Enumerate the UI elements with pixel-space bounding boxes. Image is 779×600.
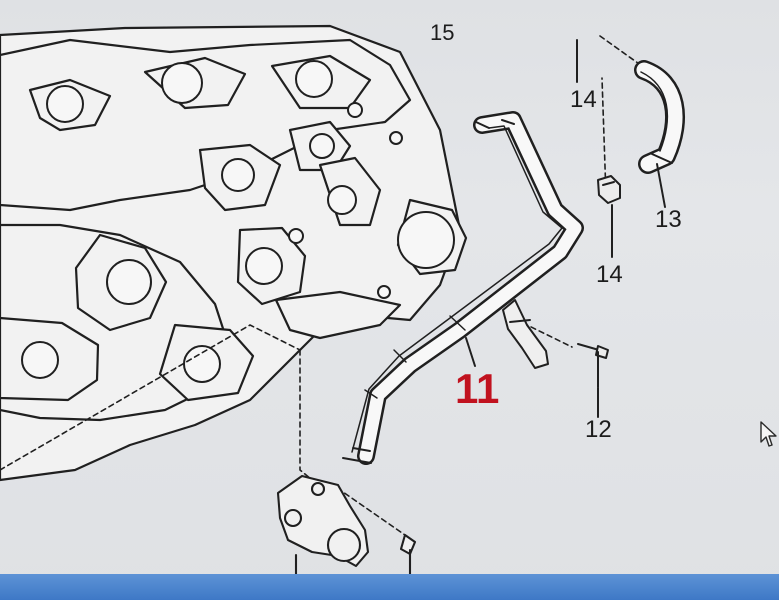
leader-lines xyxy=(0,35,643,536)
thermostat-housing xyxy=(276,474,417,582)
coolant-pipe-11 xyxy=(342,111,584,465)
part-label-15: 15 xyxy=(430,20,455,45)
label-leaders xyxy=(465,39,666,418)
part-label-12: 12 xyxy=(585,416,612,443)
taskbar xyxy=(0,574,779,600)
part-label-14-top: 14 xyxy=(570,86,597,113)
hose-13 xyxy=(634,60,686,174)
engine-ports xyxy=(21,60,455,383)
pipe-bracket xyxy=(502,299,549,369)
mouse-pointer-icon xyxy=(760,421,777,447)
part-label-11: 11 xyxy=(455,365,500,412)
part-label-13: 13 xyxy=(655,206,682,233)
part-label-14-bottom: 14 xyxy=(596,261,623,288)
bolt-12 xyxy=(577,343,609,388)
nut-14 xyxy=(597,175,621,204)
